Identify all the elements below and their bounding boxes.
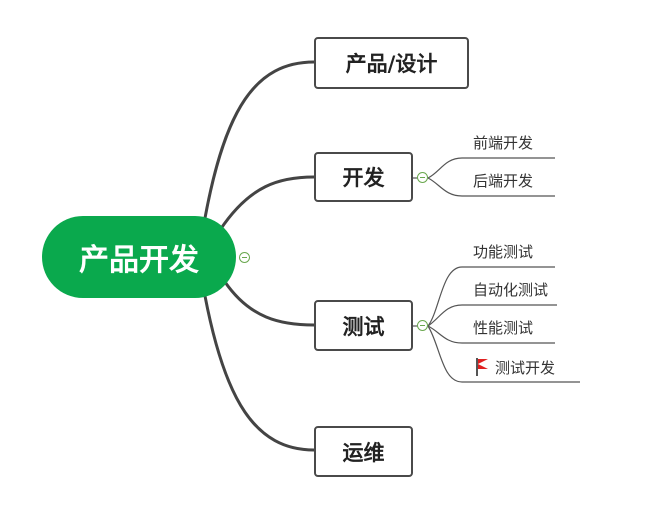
root-node[interactable]: 产品开发 [42,216,236,298]
connector-dev-frontend [427,157,555,179]
connector-test-functional [427,266,555,327]
test-collapse-icon[interactable] [417,320,428,331]
connector-root-dev [218,175,315,231]
leaf-automation-test[interactable]: 自动化测试 [473,281,549,299]
branch-dev[interactable]: 开发 [314,152,413,202]
root-collapse-icon[interactable] [239,252,250,263]
connector-test-performance [427,325,555,344]
connector-root-test [223,281,315,327]
connector-test-automation [427,304,557,327]
branch-product-design[interactable]: 产品/设计 [314,37,469,89]
leaf-frontend-dev[interactable]: 前端开发 [473,134,534,152]
connector-test-testdev [427,325,580,383]
branch-test[interactable]: 测试 [314,300,413,351]
connector-root-product-design [203,60,315,219]
connector-dev-backend [427,177,555,197]
branch-ops[interactable]: 运维 [314,426,413,477]
leaf-test-dev-label: 测试开发 [495,359,556,377]
leaf-test-dev[interactable]: 测试开发 [475,358,555,377]
leaf-functional-test[interactable]: 功能测试 [473,243,534,261]
leaf-backend-dev[interactable]: 后端开发 [473,172,534,190]
connector-root-ops [203,295,315,452]
dev-collapse-icon[interactable] [417,172,428,183]
leaf-performance-test[interactable]: 性能测试 [473,319,534,337]
red-flag-icon [475,358,489,376]
